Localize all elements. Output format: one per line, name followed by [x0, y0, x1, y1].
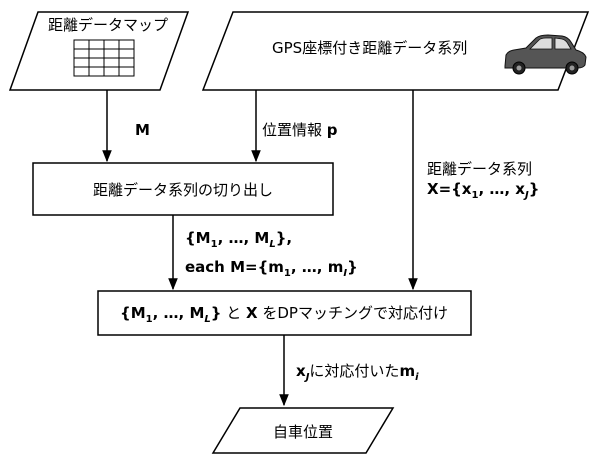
edge-x-line1: 距離データ系列	[427, 160, 532, 178]
grid-table-icon	[73, 39, 135, 77]
edge-correspond-label: xJに対応付いたmi	[296, 362, 419, 383]
input-gps-series: GPS座標付き距離データ系列	[201, 11, 590, 91]
output-vehicle-position: 自車位置	[211, 407, 395, 454]
edge-msegments-line1: {M1, …, ML},	[185, 229, 292, 250]
input-distance-map-label: 距離データマップ	[48, 16, 168, 34]
output-vehicle-position-label: 自車位置	[273, 423, 333, 441]
car-icon	[504, 34, 587, 75]
process-dp-matching: {M1, …, ML} と X をDPマッチングで対応付け	[97, 290, 472, 336]
input-gps-series-label: GPS座標付き距離データ系列	[272, 39, 467, 57]
edge-x-line2: X={x1, …, xJ}	[427, 180, 539, 201]
edge-m-label: M	[135, 121, 150, 139]
input-distance-map: 距離データマップ	[8, 11, 190, 91]
process-extract: 距離データ系列の切り出し	[32, 162, 334, 216]
process-extract-label: 距離データ系列の切り出し	[93, 181, 273, 199]
edge-p-label: 位置情報 p	[262, 121, 338, 139]
process-dp-matching-label: {M1, …, ML} と X をDPマッチングで対応付け	[120, 304, 448, 325]
edge-msegments-line2: each M={m1, …, mI}	[185, 258, 358, 279]
